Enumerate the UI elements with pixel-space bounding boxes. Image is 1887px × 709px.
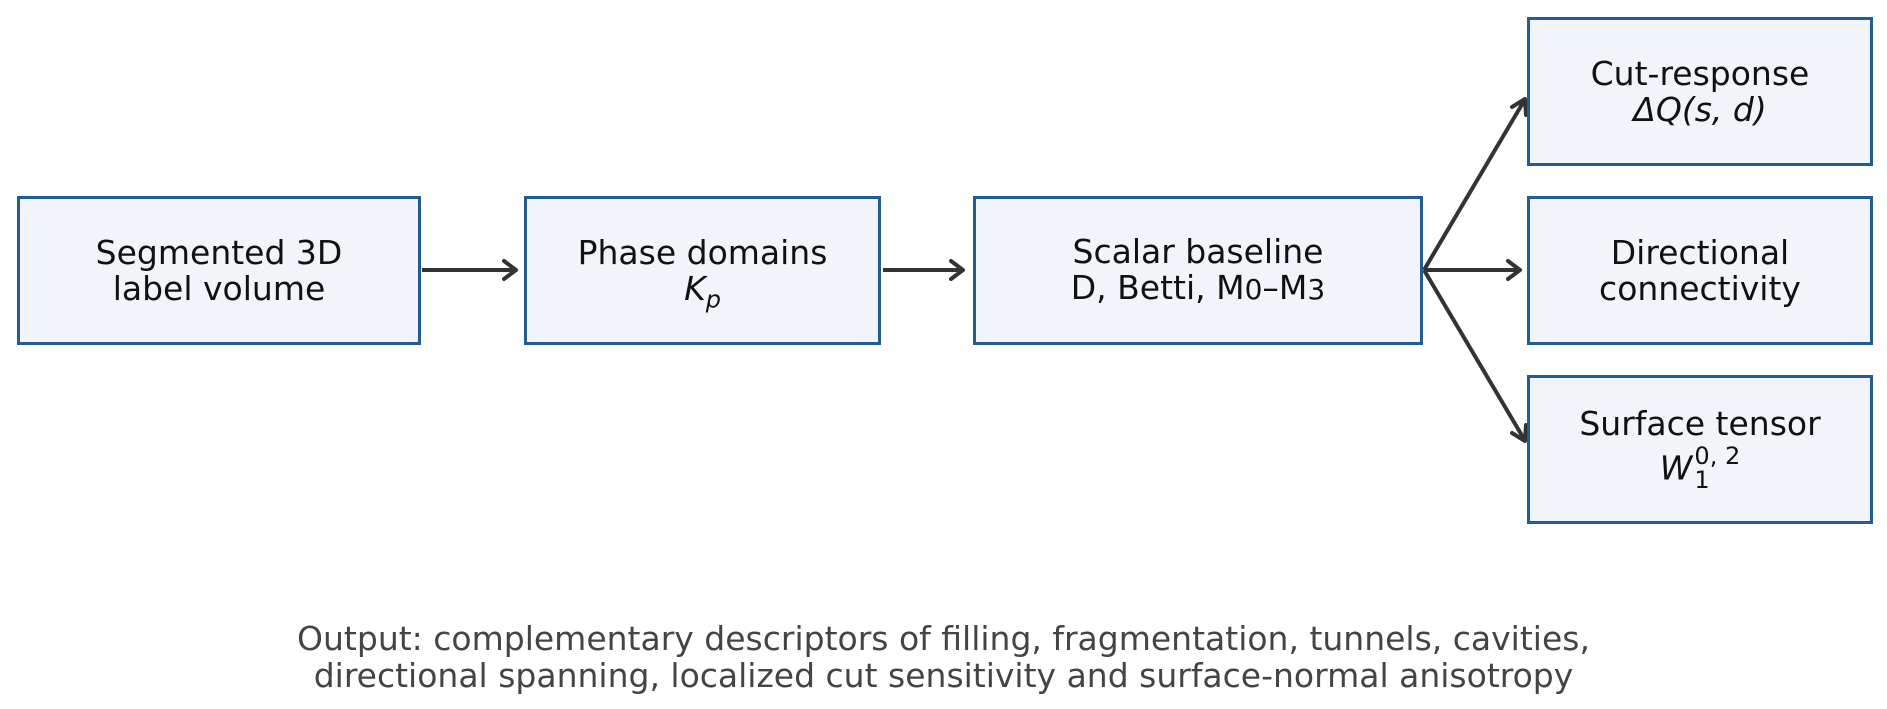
caption-line-2: directional spanning, localized cut sens… (313, 656, 1574, 695)
node-segmented-line2: label volume (112, 268, 326, 308)
node-scalar-line2: D, Betti, M0–M3 (1070, 267, 1326, 307)
arrow-scalar-to-cut-response (1422, 97, 1528, 272)
node-directional-connectivity: Directional connectivity (1527, 196, 1873, 345)
node-cut-line1: Cut-response (1590, 53, 1810, 93)
node-phase-math: Kp (684, 268, 721, 314)
node-cut-response: Cut-response ΔQ(s, d) (1527, 17, 1873, 166)
node-phase-line1: Phase domains (577, 232, 828, 272)
node-segmented-line1: Segmented 3D (95, 232, 343, 272)
arrow-phase-to-scalar (883, 259, 965, 281)
node-directional-line1: Directional (1610, 232, 1790, 272)
node-scalar-baseline: Scalar baseline D, Betti, M0–M3 (973, 196, 1423, 345)
node-surface-line1: Surface tensor (1579, 403, 1821, 443)
arrow-scalar-to-directional (1424, 259, 1522, 281)
node-directional-line2: connectivity (1599, 268, 1801, 308)
node-segmented-volume: Segmented 3D label volume (17, 196, 421, 345)
arrow-scalar-to-surface-tensor (1422, 268, 1528, 443)
node-phase-domains: Phase domains Kp (524, 196, 881, 345)
node-scalar-line1: Scalar baseline (1072, 231, 1324, 271)
arrow-segmented-to-phase (422, 259, 518, 281)
node-cut-math: ΔQ(s, d) (1633, 89, 1767, 129)
caption-line-1: Output: complementary descriptors of fil… (297, 619, 1590, 658)
